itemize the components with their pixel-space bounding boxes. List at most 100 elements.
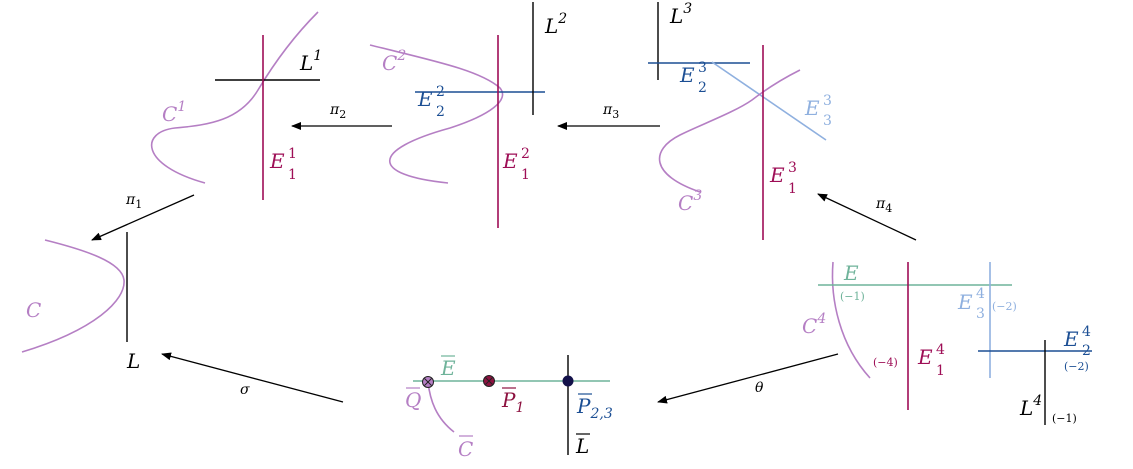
svg-text:C1: C1 (162, 99, 186, 126)
svg-text:2: 2 (698, 80, 707, 96)
label-e12-sub: 1 (521, 167, 530, 183)
label-e14-sub: 1 (936, 363, 945, 379)
point-p1bar (483, 375, 495, 387)
svg-text:2: 2 (436, 104, 445, 120)
svg-text:π1: π1 (125, 192, 142, 211)
svg-text:π2: π2 (329, 102, 346, 121)
label-pi3: π (602, 102, 613, 118)
label-l4-sup: 4 (1032, 393, 1042, 409)
svg-text:E: E (502, 149, 518, 173)
label-e24: E (1063, 327, 1079, 351)
label-e33: E (804, 96, 820, 120)
label-e23: E (679, 63, 695, 87)
label-c2: C (382, 51, 397, 75)
svg-text:P2,3: P2,3 (576, 394, 613, 422)
label-e34-sup: 4 (976, 286, 985, 302)
stage-1: L1 C1 E 1 1 (150, 11, 322, 200)
label-pi2: π (329, 102, 340, 118)
curve-c2 (369, 44, 504, 184)
label-qbar: Q (405, 388, 421, 412)
arrow-theta (657, 353, 839, 404)
label-l: L (126, 349, 140, 373)
svg-text:E: E (1063, 327, 1079, 351)
label-e14-sup: 4 (936, 342, 945, 358)
svg-text:1: 1 (288, 167, 297, 183)
label-c3-sup: 3 (693, 188, 702, 204)
svg-text:E: E (917, 345, 933, 369)
svg-text:3: 3 (698, 60, 707, 76)
stage-3: L3 E 3 2 E 3 3 E 3 1 C3 (648, 1, 832, 240)
label-lbar: L (575, 434, 589, 458)
svg-text:E: E (769, 163, 785, 187)
label-e14-self: (−4) (873, 356, 898, 369)
label-theta: θ (755, 380, 764, 396)
svg-text:E: E (804, 96, 820, 120)
svg-text:2: 2 (436, 84, 445, 100)
label-e14: E (917, 345, 933, 369)
svg-text:4: 4 (1082, 324, 1091, 340)
label-e11: E (269, 149, 285, 173)
svg-text:E: E (679, 63, 695, 87)
label-p1bar-sub: 1 (515, 400, 524, 416)
label-e34: E (957, 290, 973, 314)
label-l2-sup: 2 (557, 11, 567, 27)
svg-text:3: 3 (976, 306, 985, 322)
svg-text:4: 4 (976, 286, 985, 302)
label-c: C (26, 298, 41, 322)
label-l4: L (1019, 396, 1033, 420)
label-e13: E (769, 163, 785, 187)
label-pi1-sub: 1 (135, 198, 142, 211)
svg-text:L3: L3 (669, 1, 692, 28)
label-e22-sub: 2 (436, 104, 445, 120)
label-e: E (843, 261, 859, 285)
label-pi2-sub: 2 (339, 108, 346, 121)
arrow-sigma (161, 352, 344, 403)
arrow-pi1 (91, 194, 195, 241)
label-e24-sub: 2 (1082, 343, 1091, 359)
label-p23bar-sub: 2,3 (589, 406, 612, 422)
stage-base: C L (21, 232, 140, 373)
label-pi1: π (125, 192, 136, 208)
curve-c1 (150, 11, 319, 184)
curve-c3 (658, 69, 801, 193)
label-c2-sup: 2 (396, 48, 406, 64)
label-e23-sup: 3 (698, 60, 707, 76)
svg-text:E: E (269, 149, 285, 173)
svg-text:1: 1 (288, 146, 297, 162)
label-pi4-sub: 4 (885, 202, 892, 215)
label-e13-sub: 1 (788, 181, 797, 197)
label-p1bar: P (501, 388, 516, 412)
label-cbar: C (458, 437, 473, 461)
label-e33-sup: 3 (823, 93, 832, 109)
svg-text:3: 3 (823, 93, 832, 109)
label-e11-sup: 1 (288, 146, 297, 162)
svg-text:π3: π3 (602, 102, 619, 121)
svg-text:E: E (417, 87, 433, 111)
label-e13-sup: 3 (788, 160, 797, 176)
label-e34-self: (−2) (992, 300, 1017, 313)
svg-text:3: 3 (788, 160, 797, 176)
label-pi3-sub: 3 (612, 108, 619, 121)
label-p23bar: P (576, 394, 591, 418)
label-c1: C (162, 102, 177, 126)
label-ebar: E (440, 356, 456, 380)
label-e23-sub: 2 (698, 80, 707, 96)
label-l3-sup: 3 (683, 1, 692, 17)
label-e12-sup: 2 (521, 146, 530, 162)
svg-text:2: 2 (521, 146, 530, 162)
label-e24-self: (−2) (1064, 360, 1089, 373)
maps: π2 π3 π1 π4 σ θ (91, 102, 917, 404)
svg-text:L1: L1 (299, 48, 322, 75)
svg-text:1: 1 (521, 167, 530, 183)
svg-text:C4: C4 (802, 311, 826, 338)
svg-text:3: 3 (823, 113, 832, 129)
point-qbar (422, 376, 434, 388)
svg-text:4: 4 (936, 342, 945, 358)
label-sigma: σ (240, 382, 250, 398)
point-p23bar (562, 375, 574, 387)
svg-text:1: 1 (788, 181, 797, 197)
label-l4-self: (−1) (1052, 412, 1077, 425)
svg-text:L4: L4 (1019, 393, 1042, 420)
svg-text:C3: C3 (678, 188, 702, 215)
